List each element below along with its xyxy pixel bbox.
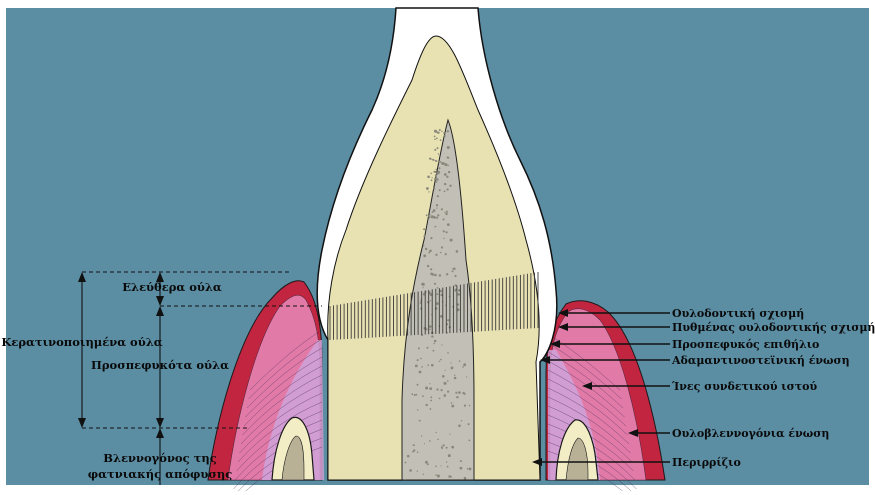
label-periodontal-ligament: Περιρρίζιο (672, 456, 741, 469)
label-mucogingival-junction: Ουλοβλεννογόνια ένωση (672, 427, 829, 440)
label-alveolar-mucosa-line1: Βλεννογόνος της (103, 451, 216, 465)
label-free-gingiva: Ελεύθερα ούλα (122, 280, 222, 294)
label-keratinized-gingiva: Κερατινοποιημένα ούλα (1, 335, 162, 349)
label-connective-fibers: Ίνες συνδετικού ιστού (671, 380, 817, 393)
label-alveolar-mucosa-line2: φατνιακής απόφυσης (88, 467, 233, 481)
label-sulcus-floor: Πυθμένας ουλοδοντικής σχισμής (672, 321, 875, 334)
label-gingival-sulcus: Ουλοδοντική σχισμή (672, 307, 804, 320)
label-junctional-epithelium: Προσπεφυκός επιθήλιο (672, 338, 819, 351)
label-attached-gingiva: Προσπεφυκότα ούλα (91, 358, 229, 372)
label-cementoenamel-junction: Αδαμαντινοστεϊνική ένωση (671, 354, 850, 367)
